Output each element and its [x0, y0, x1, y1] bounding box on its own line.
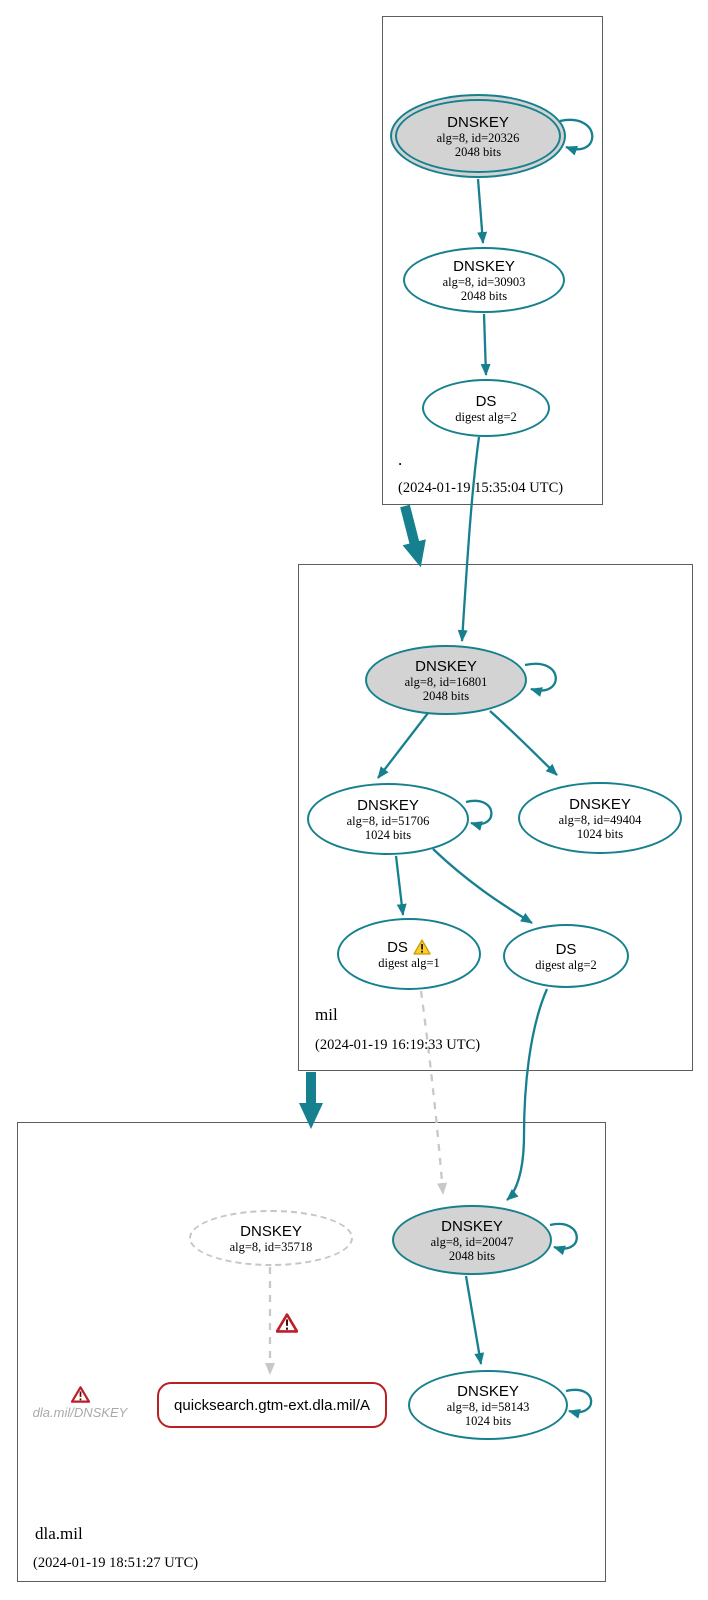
node-bits: 2048 bits — [422, 688, 470, 703]
error-caption-text: dla.mil/DNSKEY — [32, 1405, 128, 1420]
dnskey-node-root-ksk[interactable]: DNSKEY alg=8, id=20326 2048 bits — [390, 94, 566, 178]
edge-mil-ksk-selfloop — [524, 662, 557, 697]
edge-root-ds-to-mil-ksk — [457, 436, 481, 642]
node-title: DNSKEY — [441, 1217, 503, 1235]
edge-mil-ksk-to-zsk49404 — [489, 710, 558, 776]
node-title: DNSKEY — [240, 1222, 302, 1240]
node-title: DNSKEY — [569, 795, 631, 813]
zone-box-mil — [298, 564, 693, 1071]
edge-dla-ksk-selfloop — [549, 1222, 578, 1256]
edge-root-ksk-selfloop — [559, 118, 594, 156]
dnskey-node-dla-missing[interactable]: DNSKEY alg=8, id=35718 — [189, 1210, 353, 1266]
node-alg: alg=8, id=51706 — [346, 813, 430, 828]
edge-error-icon — [275, 1313, 299, 1338]
edge-mil-zsk51706-selfloop — [465, 799, 493, 831]
node-alg: alg=8, id=35718 — [229, 1239, 313, 1254]
edge-mil-ksk-to-zsk51706 — [377, 712, 429, 779]
zone-timestamp-mil: (2024-01-19 16:19:33 UTC) — [315, 1037, 481, 1053]
ds-node-mil-alg1[interactable]: DS digest alg=1 — [337, 918, 481, 990]
node-alg: alg=8, id=20047 — [430, 1234, 514, 1249]
double-ellipse-ring — [395, 99, 561, 173]
node-bits: 1024 bits — [576, 826, 624, 841]
ds-node-mil-alg2[interactable]: DS digest alg=2 — [503, 924, 629, 988]
zone-label-mil: mil — [315, 1005, 338, 1024]
zone-box-root — [382, 16, 603, 505]
node-title: DNSKEY — [453, 257, 515, 275]
node-digest: digest alg=2 — [455, 409, 517, 424]
zone-timestamp-dla-mil: (2024-01-19 18:51:27 UTC) — [33, 1555, 199, 1571]
node-title: DS — [387, 938, 408, 956]
edge-mil-zsk-to-ds1 — [394, 855, 407, 916]
dnskey-node-dla-ksk[interactable]: DNSKEY alg=8, id=20047 2048 bits — [392, 1205, 552, 1275]
zone-timestamp-root: (2024-01-19 15:35:04 UTC) — [398, 480, 564, 496]
edge-mil-zsk-to-ds2 — [432, 848, 533, 924]
dnskey-node-dla-zsk[interactable]: DNSKEY alg=8, id=58143 1024 bits — [408, 1370, 568, 1440]
node-digest: digest alg=1 — [378, 955, 440, 970]
node-bits: 1024 bits — [364, 827, 412, 842]
dnskey-error-caption-group: dla.mil/DNSKEY — [28, 1386, 132, 1420]
dnskey-node-mil-zsk-51706[interactable]: DNSKEY alg=8, id=51706 1024 bits — [307, 783, 469, 855]
node-bits: 2048 bits — [460, 288, 508, 303]
node-bits: 2048 bits — [448, 1248, 496, 1263]
node-title: DS — [475, 392, 497, 410]
warning-icon — [413, 939, 431, 955]
edge-mil-ds2-to-dla-ksk — [506, 988, 549, 1201]
node-alg: alg=8, id=30903 — [442, 274, 526, 289]
node-title: DS — [555, 940, 577, 958]
rrset-node-quicksearch[interactable]: quicksearch.gtm-ext.dla.mil/A — [157, 1382, 387, 1428]
node-digest: digest alg=2 — [535, 957, 597, 972]
edge-dla-ksk-to-zsk — [464, 1275, 485, 1365]
node-alg: alg=8, id=58143 — [446, 1399, 530, 1414]
zone-label-root: . — [398, 450, 403, 469]
rrset-label: quicksearch.gtm-ext.dla.mil/A — [174, 1396, 370, 1414]
ds-node-root[interactable]: DS digest alg=2 — [422, 379, 550, 437]
dnskey-node-root-zsk[interactable]: DNSKEY alg=8, id=30903 2048 bits — [403, 247, 565, 313]
node-bits: 1024 bits — [464, 1413, 512, 1428]
dnskey-node-mil-zsk-49404[interactable]: DNSKEY alg=8, id=49404 1024 bits — [518, 782, 682, 854]
edge-mil-ds1-to-dla-ksk-dashed — [419, 990, 448, 1195]
dnskey-node-mil-ksk[interactable]: DNSKEY alg=8, id=16801 2048 bits — [365, 645, 527, 715]
node-title: DNSKEY — [415, 657, 477, 675]
zone-label-dla-mil: dla.mil — [35, 1524, 83, 1543]
edge-dla-zsk-selfloop — [565, 1388, 593, 1419]
error-icon — [70, 1386, 90, 1403]
node-alg: alg=8, id=16801 — [404, 674, 488, 689]
node-title: DNSKEY — [457, 1382, 519, 1400]
edge-root-ksk-to-zsk — [476, 178, 488, 244]
edge-root-zsk-to-ds — [480, 313, 491, 376]
edge-zone-root-to-mil-thick — [400, 504, 426, 568]
node-title: DNSKEY — [357, 796, 419, 814]
node-alg: alg=8, id=49404 — [558, 812, 642, 827]
